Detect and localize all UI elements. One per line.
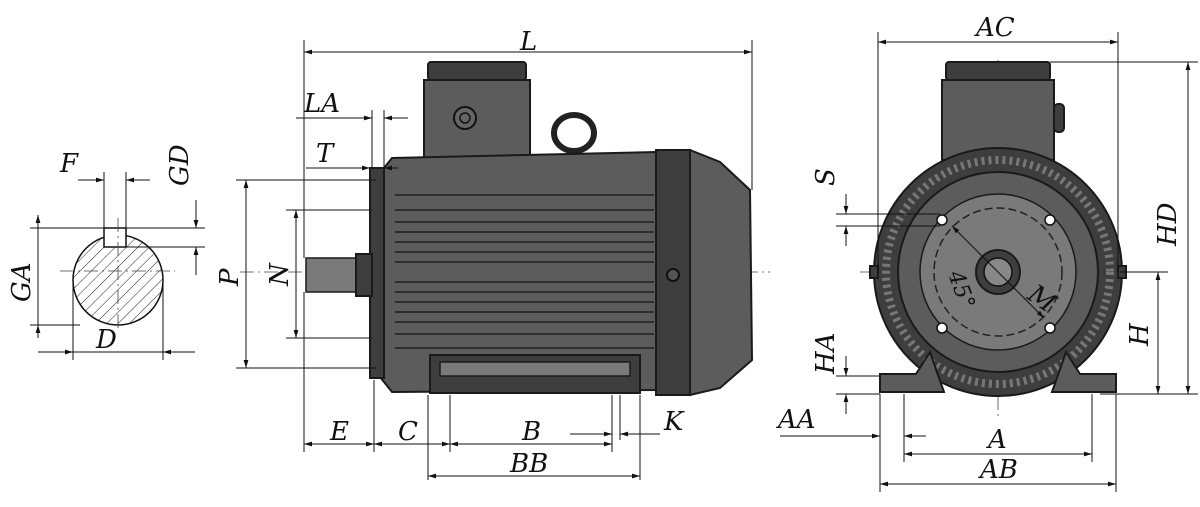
front-terminal-box-lid (945, 61, 1051, 81)
motor-front-view: AC HD H S HA AA A AB M 45° (776, 13, 1198, 492)
label-C: C (398, 417, 418, 447)
terminal-box-lid (427, 61, 527, 81)
fan-cover (689, 148, 754, 397)
label-AC: AC (974, 13, 1015, 43)
front-foot-left (879, 349, 946, 393)
lifting-eye (551, 112, 597, 154)
shaft-key (103, 227, 127, 248)
label-T: T (316, 139, 335, 169)
label-S: S (811, 168, 841, 186)
label-D: D (95, 325, 117, 355)
label-P: P (215, 268, 245, 287)
shaft-section-view: F GD GA D (7, 144, 205, 360)
label-N: N (265, 262, 295, 287)
front-terminal-box (941, 79, 1055, 161)
label-AA: AA (776, 405, 816, 435)
label-A: A (986, 425, 1007, 455)
label-AB: AB (978, 455, 1018, 485)
label-HD: HD (1153, 202, 1183, 247)
label-L: L (519, 27, 537, 57)
label-GD: GD (165, 144, 195, 186)
label-B: B (521, 417, 541, 447)
motor-side-view: L LA T P N E C B BB K (215, 27, 770, 480)
cable-gland (453, 106, 477, 130)
label-BB: BB (509, 449, 548, 479)
label-HA: HA (811, 333, 841, 375)
label-GA: GA (7, 262, 37, 302)
label-E: E (329, 417, 349, 447)
label-K: K (663, 407, 685, 437)
front-foot-right (1050, 349, 1117, 393)
cooling-fins (395, 194, 654, 349)
label-LA: LA (303, 89, 340, 119)
label-F: F (59, 149, 79, 179)
terminal-box (423, 79, 531, 159)
label-H: H (1125, 322, 1155, 347)
